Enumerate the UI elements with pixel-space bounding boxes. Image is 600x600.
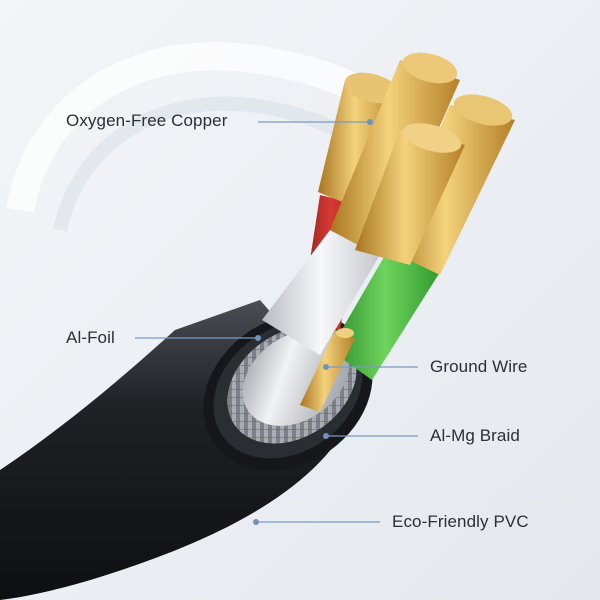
pvc-label: Eco-Friendly PVC (392, 512, 529, 531)
ground-wire-label: Ground Wire (430, 357, 528, 376)
leader-lines (135, 121, 418, 523)
foil-label: Al-Foil (66, 328, 115, 347)
copper-conductor (355, 123, 465, 265)
ground-wire (300, 328, 355, 412)
braid-label: Al-Mg Braid (430, 426, 520, 445)
copper-label: Oxygen-Free Copper (66, 111, 228, 130)
leader-dots (253, 119, 373, 525)
